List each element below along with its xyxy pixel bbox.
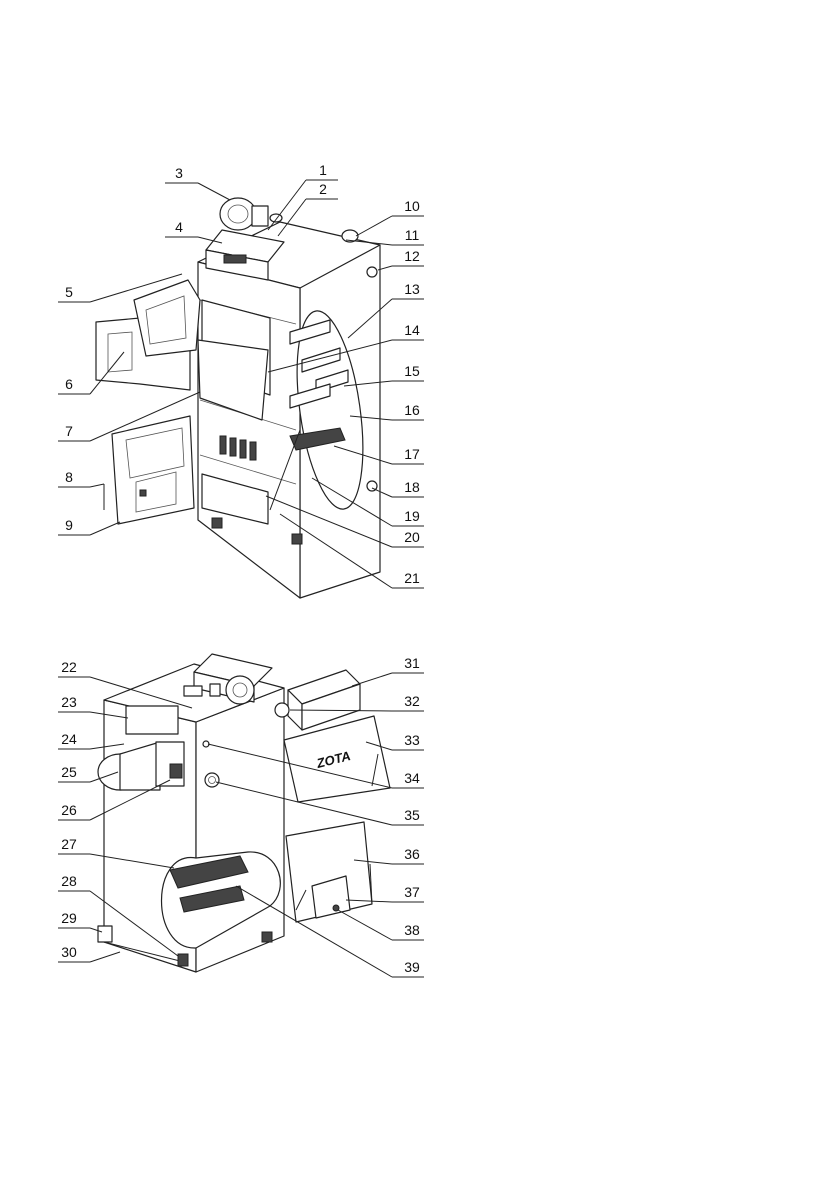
callouts-bottom: 22 23 24 25 26 27 28 29 30 31	[58, 655, 424, 978]
callout-19: 19	[404, 508, 420, 524]
callout-27: 27	[61, 836, 77, 852]
callout-23: 23	[61, 694, 77, 710]
callout-18: 18	[404, 479, 420, 495]
callout-21: 21	[404, 570, 420, 586]
callout-25: 25	[61, 764, 77, 780]
boiler-front-illustration	[95, 197, 381, 599]
callout-33: 33	[404, 732, 420, 748]
callout-35: 35	[404, 807, 420, 823]
callout-6: 6	[65, 376, 73, 392]
callout-11: 11	[405, 227, 420, 243]
callout-30: 30	[61, 944, 77, 960]
callout-26: 26	[61, 802, 77, 818]
callout-10: 10	[404, 198, 420, 214]
callout-14: 14	[404, 322, 420, 338]
callout-31: 31	[404, 655, 420, 671]
callout-34: 34	[404, 770, 420, 786]
callout-38: 38	[404, 922, 420, 938]
callout-36: 36	[404, 846, 420, 862]
callout-2: 2	[319, 181, 327, 197]
callout-20: 20	[404, 529, 420, 545]
callout-37: 37	[404, 884, 420, 900]
boiler-rear-illustration: ZOTA	[97, 653, 391, 973]
callout-24: 24	[61, 731, 77, 747]
callout-8: 8	[65, 469, 73, 485]
callout-4: 4	[175, 219, 183, 235]
callout-3: 3	[175, 165, 183, 181]
callouts-top: 1 2 3 4 5 6 7 8 9 10	[58, 162, 424, 589]
callout-12: 12	[404, 248, 420, 264]
callout-22: 22	[61, 659, 77, 675]
callout-17: 17	[404, 446, 420, 462]
callout-29: 29	[61, 910, 77, 926]
callout-7: 7	[65, 423, 73, 439]
callout-16: 16	[404, 402, 420, 418]
callout-32: 32	[404, 693, 420, 709]
callout-39: 39	[404, 959, 420, 975]
callout-13: 13	[404, 281, 420, 297]
callout-9: 9	[65, 517, 73, 533]
callout-28: 28	[61, 873, 77, 889]
callout-5: 5	[65, 284, 73, 300]
callout-1: 1	[319, 162, 327, 178]
callout-15: 15	[404, 363, 420, 379]
